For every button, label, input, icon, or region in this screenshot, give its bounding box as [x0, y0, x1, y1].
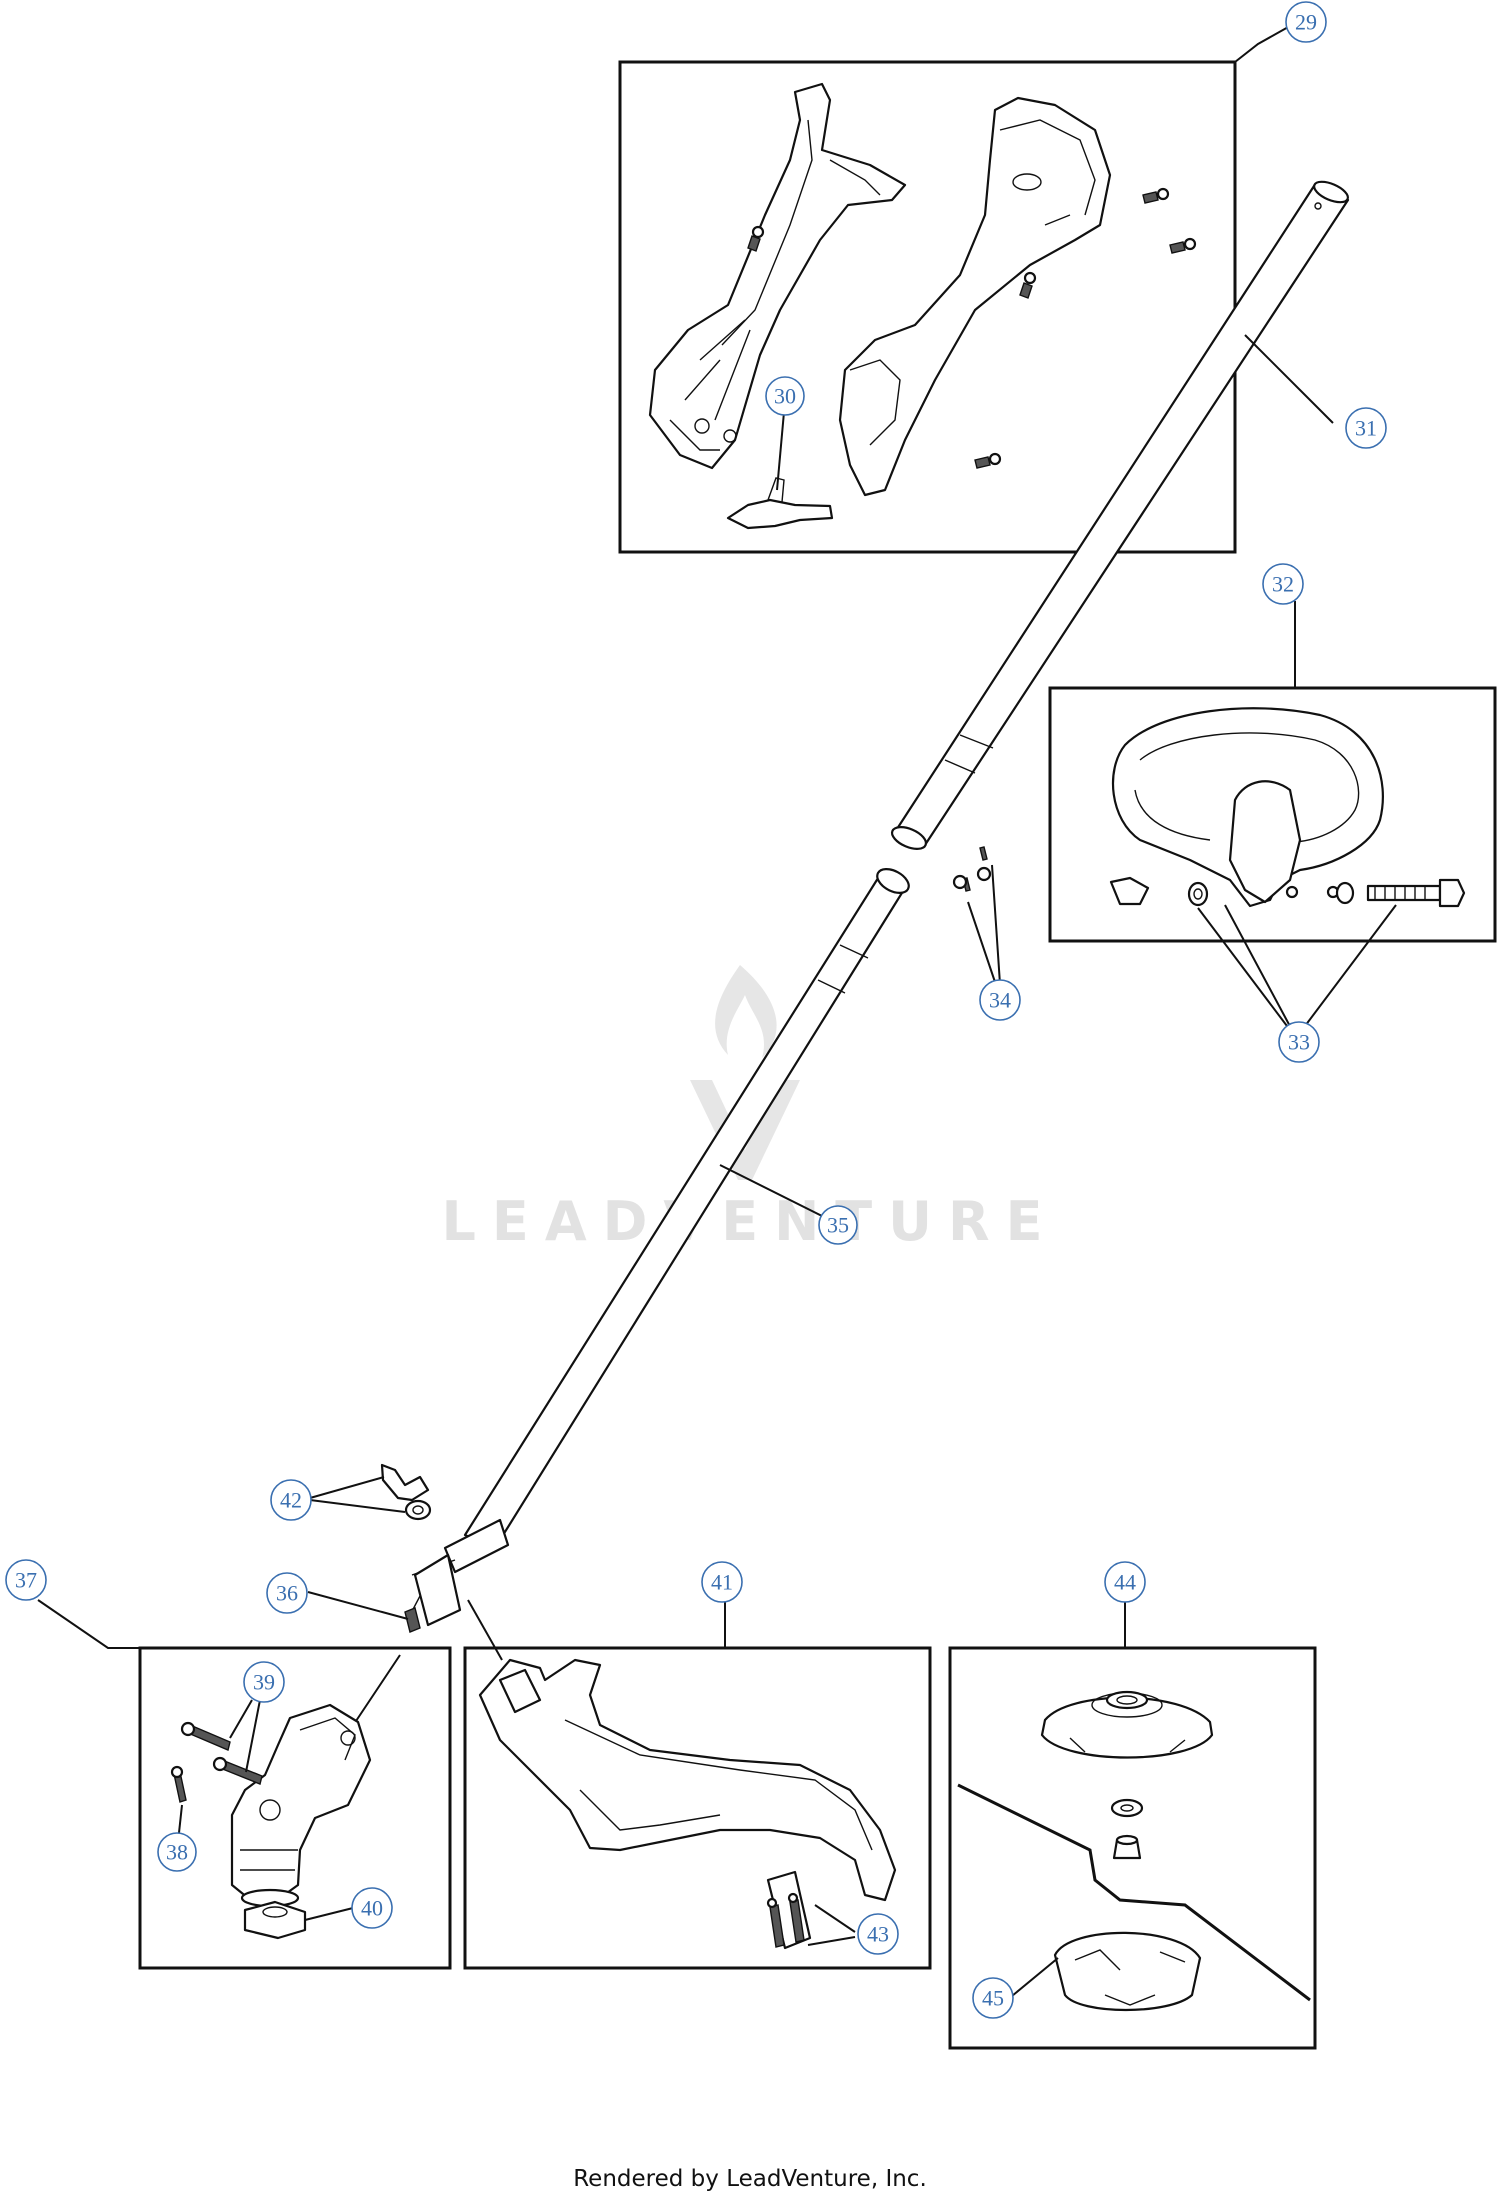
trimmer-head-washer-and-nut: [1110, 1798, 1144, 1860]
gear-head: [230, 1703, 372, 1908]
svg-text:44: 44: [1114, 1570, 1136, 1595]
callout-35[interactable]: 35: [818, 1205, 858, 1245]
callout-41[interactable]: 41: [701, 1561, 743, 1603]
leader-39: [229, 1699, 261, 1773]
svg-text:33: 33: [1288, 1030, 1310, 1055]
svg-text:30: 30: [774, 384, 796, 409]
leader-34: [967, 864, 1001, 986]
leader-29: [1234, 25, 1291, 63]
svg-text:39: 39: [253, 1670, 275, 1695]
callout-42[interactable]: 42: [270, 1479, 312, 1521]
callout-44[interactable]: 44: [1104, 1561, 1146, 1603]
svg-text:32: 32: [1272, 572, 1294, 597]
svg-text:37: 37: [15, 1568, 37, 1593]
wing-nut-and-washer: [380, 1463, 432, 1521]
shaft-drive-end: [404, 1553, 462, 1633]
trigger-part-30: [726, 477, 834, 530]
trimmer-head-spool-top: [1040, 1690, 1214, 1759]
leader-45: [1011, 1957, 1059, 1997]
callout-38[interactable]: 38: [157, 1832, 197, 1872]
leader-37: [37, 1599, 140, 1649]
svg-text:38: 38: [166, 1840, 188, 1865]
box-gear-head: [138, 1646, 452, 1970]
leader-36: [307, 1591, 409, 1620]
leader-35: [719, 1164, 841, 1226]
upper-shaft: [890, 180, 1350, 850]
callout-32[interactable]: 32: [1262, 563, 1304, 605]
leader-31: [1244, 334, 1334, 424]
svg-text:41: 41: [711, 1570, 733, 1595]
callout-36[interactable]: 36: [266, 1572, 308, 1614]
screws-handle-housing: [747, 187, 1197, 469]
leader-shaft-to-gearhead: [349, 1654, 401, 1731]
leader-40: [304, 1907, 354, 1921]
leader-30: [776, 411, 785, 491]
callout-39[interactable]: 39: [243, 1661, 285, 1703]
callout-30[interactable]: 30: [765, 376, 805, 416]
callout-33[interactable]: 33: [1278, 1021, 1320, 1063]
gear-head-nut: [243, 1900, 307, 1940]
svg-text:45: 45: [982, 1986, 1004, 2011]
screws-shaft-coupler: [952, 846, 992, 892]
svg-text:40: 40: [361, 1896, 383, 1921]
svg-text:29: 29: [1295, 10, 1317, 35]
assist-handle-loop: [1111, 707, 1384, 908]
callout-40[interactable]: 40: [351, 1887, 393, 1929]
shaft-clamp: [411, 1518, 510, 1576]
callout-29[interactable]: 29: [1285, 1, 1327, 43]
trimmer-guard: [478, 1658, 897, 1902]
leader-shaft-to-guard: [467, 1599, 503, 1661]
leader-43: [807, 1904, 856, 1946]
box-guard: [463, 1646, 932, 1970]
guard-bracket-and-screws: [766, 1870, 812, 1950]
watermark-flame-logo: [715, 965, 777, 1058]
svg-text:36: 36: [276, 1581, 298, 1606]
callout-43[interactable]: 43: [857, 1913, 899, 1955]
watermark-text: LEADVENTURE: [442, 1190, 1059, 1253]
callouts: 29 30 31 32 33 34 35 36 37 38 39 40 41 4…: [5, 1, 1387, 2019]
callout-37[interactable]: 37: [5, 1559, 47, 1601]
svg-text:42: 42: [280, 1488, 302, 1513]
trimmer-head-spool-bottom: [1053, 1931, 1202, 2012]
trimmer-line: [957, 1783, 1311, 2002]
leader-42: [309, 1476, 406, 1513]
watermark-v-logo: [690, 1080, 800, 1180]
callout-45[interactable]: 45: [972, 1977, 1014, 2019]
callout-34[interactable]: 34: [979, 979, 1021, 1021]
svg-text:34: 34: [989, 988, 1011, 1013]
svg-text:43: 43: [867, 1922, 889, 1947]
leader-33: [1197, 904, 1397, 1031]
footer-credit: Rendered by LeadVenture, Inc.: [573, 2166, 927, 2192]
box-trimmer-head: [948, 1646, 1317, 2050]
assist-handle-hardware: [1109, 876, 1466, 908]
callout-31[interactable]: 31: [1345, 407, 1387, 449]
svg-text:31: 31: [1355, 416, 1377, 441]
handle-right-half: [838, 96, 1112, 497]
gear-head-bolts: [170, 1721, 263, 1803]
handle-left-half: [648, 82, 907, 470]
watermark: LEADVENTURE: [442, 965, 1059, 1253]
box-assist-handle: [1048, 686, 1497, 943]
svg-text:35: 35: [827, 1213, 849, 1238]
